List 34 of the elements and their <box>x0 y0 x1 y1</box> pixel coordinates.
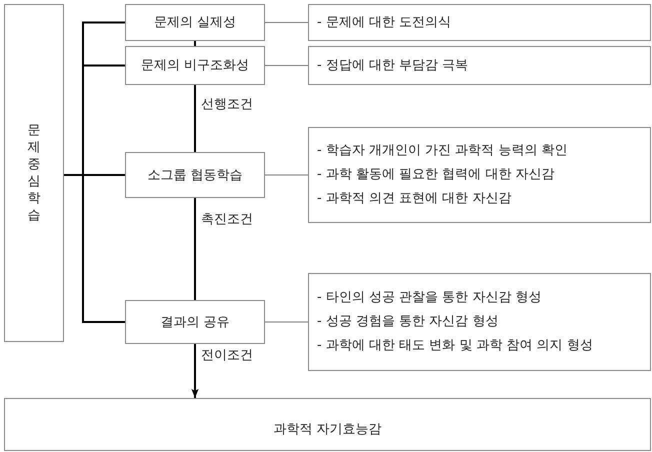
concept-label: 결과의 공유 <box>160 314 230 330</box>
connector-line <box>194 198 196 300</box>
concept-label: 문제의 실제성 <box>154 14 236 31</box>
concept-box <box>125 46 265 85</box>
note-box <box>308 273 651 371</box>
note-line: - 성공 경험을 통한 자신감 형성 <box>317 313 498 331</box>
note-box <box>308 4 651 41</box>
concept-label: 소그룹 협동학습 <box>147 166 243 184</box>
concept-box <box>125 4 265 41</box>
outcome-box <box>4 398 651 451</box>
concept-box <box>125 152 265 198</box>
note-box <box>308 127 651 223</box>
vertical-label: 문제중심학습 <box>28 122 40 224</box>
connector-line <box>194 41 196 46</box>
connector-line <box>264 22 308 23</box>
note-line: - 학습자 개개인이 가진 과학적 능력의 확인 <box>317 142 568 160</box>
edge-label: 선행조건 <box>200 96 254 113</box>
note-line: - 타인의 성공 관찰을 통한 자신감 형성 <box>317 289 542 307</box>
concept-box <box>125 300 265 344</box>
note-line: - 과학적 의견 표현에 대한 자신감 <box>317 190 512 208</box>
connector-line <box>264 65 308 66</box>
edge-label: 촉진조건 <box>200 211 254 228</box>
note-line: - 과학에 대한 태도 변화 및 과학 참여 의지 형성 <box>317 337 593 355</box>
edge-label: 전이조건 <box>200 347 254 364</box>
note-box <box>308 46 651 85</box>
connector-line <box>194 85 196 152</box>
note-line: - 문제에 대한 도전의식 <box>317 14 452 32</box>
connector-line <box>264 174 308 176</box>
outcome-label: 과학적 자기효능감 <box>273 421 382 438</box>
vertical-box <box>4 4 64 342</box>
concept-label: 문제의 비구조화성 <box>140 57 250 74</box>
note-line: - 과학 활동에 필요한 협력에 대한 자신감 <box>317 166 554 184</box>
note-line: - 정답에 대한 부담감 극복 <box>317 56 468 74</box>
arrow <box>191 344 199 398</box>
